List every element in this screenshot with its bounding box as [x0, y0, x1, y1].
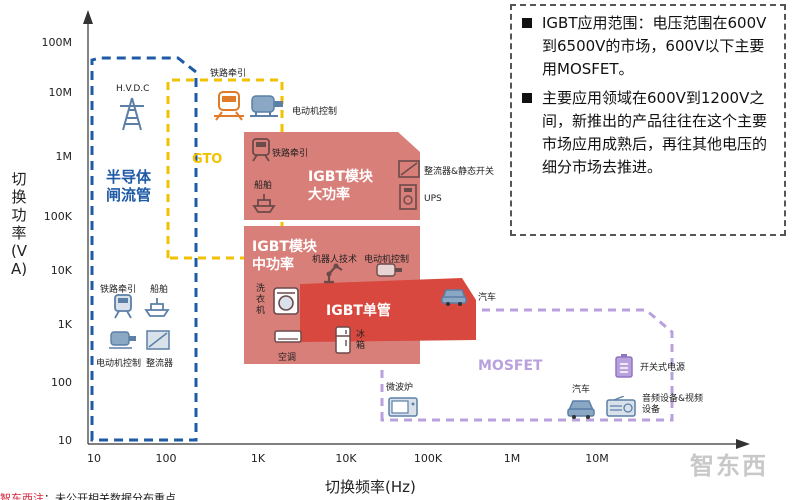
car-icon-mosfet [567, 400, 595, 419]
robot-arm-icon [324, 263, 343, 284]
ship-icon [252, 194, 276, 213]
audio-label-line1: 音频设备&视频 [642, 394, 704, 404]
footer-note: 智东西注：未公开相关数据分布重点 [0, 490, 176, 500]
y-tick-100k: 100K [43, 210, 72, 223]
car-icon-igbt [441, 289, 467, 306]
train-icon [214, 91, 244, 121]
ups-label: UPS [424, 194, 442, 204]
igbt-single-title: IGBT单管 [326, 303, 391, 319]
igbt-single-region [300, 278, 476, 342]
fridge-icon [335, 326, 351, 354]
robot-label: 机器人技术 [312, 255, 358, 265]
x-axis-title: 切换频率(Hz) [325, 478, 416, 496]
microwave-label: 微波炉 [386, 383, 414, 393]
igbt-mid-title-line1: IGBT模块 [252, 239, 317, 255]
thyristor-title: 半导体 闸流管 [106, 168, 151, 204]
x-tick-1m: 1M [503, 452, 521, 465]
motor-icon-left [109, 331, 136, 349]
y-tick-100: 100 [51, 376, 72, 389]
motor-top-label: 电动机控制 [292, 107, 338, 117]
x-tick-1k: 1K [250, 452, 266, 465]
rail-high-label: 铁路牵引 [272, 149, 309, 159]
info-item-1-text: IGBT应用范围：电压范围在600V到6500V的市场，600V以下主要用MOS… [542, 14, 767, 78]
igbt-high-region [244, 132, 420, 220]
thyristor-region [90, 56, 198, 442]
air-conditioner-icon [274, 330, 302, 343]
igbt-mid-title-line2: 中功率 [252, 257, 294, 273]
igbt-high-title: IGBT模块 大功率 [308, 168, 373, 204]
ship-high-label: 船舶 [254, 181, 273, 191]
info-item-1: IGBT应用范围：电压范围在600V到6500V的市场，600V以下主要用MOS… [522, 12, 774, 81]
mosfet-title: MOSFET [478, 358, 543, 374]
rail-left-label: 铁路牵引 [100, 285, 137, 295]
igbt-high-title-line1: IGBT模块 [308, 169, 373, 185]
washer-label-line1: 洗 [256, 284, 266, 294]
fridge-label-line2: 箱 [356, 341, 366, 351]
car-mosfet-label: 汽车 [572, 385, 591, 395]
watermark-logo: 智东西 [690, 452, 768, 480]
hvdc-label: H.V.D.C [116, 84, 150, 94]
y-tick-10: 10 [58, 434, 72, 447]
igbt-high-title-line2: 大功率 [308, 187, 350, 203]
thyristor-title-line1: 半导体 [106, 168, 152, 186]
info-item-2: 主要应用领域在600V到1200V之间，新推出的产品往往在这个主要市场应用成熟后… [522, 87, 774, 179]
x-tick-100: 100 [155, 452, 177, 465]
fridge-label: 冰 箱 [356, 330, 365, 352]
washing-machine-icon [273, 287, 299, 315]
bullet-icon [522, 93, 532, 103]
ship-icon-left [144, 298, 170, 317]
y-axis-title: 切换功率(VA) [10, 170, 28, 278]
rectifier-icon [398, 160, 420, 178]
gto-title: GTO [192, 152, 223, 167]
radio-icon [606, 396, 636, 417]
audio-label-line2: 设备 [642, 405, 661, 415]
motor-icon-mid [376, 263, 402, 277]
thyristor-title-line2: 闸流管 [106, 186, 152, 204]
motor-left-label: 电动机控制 [96, 359, 142, 369]
motor-icon [250, 95, 283, 117]
rectifier-high-label: 整流器&静态开关 [424, 167, 495, 177]
igbt-mid-title: IGBT模块 中功率 [252, 238, 317, 274]
x-axis-arrow [736, 439, 750, 449]
x-tick-10m: 10M [585, 452, 609, 465]
fridge-label-line1: 冰 [356, 330, 366, 340]
y-tick-1k: 1K [57, 318, 72, 331]
washer-label: 洗 衣 机 [256, 284, 265, 317]
bullet-icon [522, 18, 532, 28]
footer-black-text: ：未公开相关数据分布重点 [44, 492, 176, 500]
washer-label-line3: 机 [256, 306, 266, 316]
y-tick-10k: 10K [50, 264, 72, 277]
x-tick-100k: 100K [413, 452, 443, 465]
y-axis-arrow [83, 10, 93, 24]
footer-red-text: 智东西注 [0, 492, 44, 500]
rectifier-icon-left [146, 330, 170, 350]
rectifier-left-label: 整流器 [146, 359, 174, 369]
train-icon-high [252, 138, 270, 162]
microwave-icon [388, 397, 418, 417]
y-tick-100m: 100M [41, 36, 73, 49]
battery-icon [615, 354, 633, 378]
smps-label: 开关式电源 [640, 363, 686, 373]
x-tick-10k: 10K [335, 452, 357, 465]
motor-mid-label: 电动机控制 [364, 255, 410, 265]
info-box: IGBT应用范围：电压范围在600V到6500V的市场，600V以下主要用MOS… [510, 4, 786, 236]
car-igbt-label: 汽车 [478, 293, 497, 303]
train-icon-left [114, 294, 132, 319]
y-tick-10m: 10M [48, 86, 73, 99]
ship-left-label: 船舶 [150, 285, 169, 295]
washer-label-line2: 衣 [256, 295, 266, 305]
info-item-2-text: 主要应用领域在600V到1200V之间，新推出的产品往往在这个主要市场应用成熟后… [542, 89, 768, 176]
power-tower-icon [120, 97, 144, 131]
x-tick-10: 10 [87, 452, 101, 465]
ups-icon [399, 184, 417, 210]
ac-label: 空调 [278, 353, 297, 363]
audio-label: 音频设备&视频 设备 [642, 394, 703, 416]
rail-top-label: 铁路牵引 [210, 69, 247, 79]
y-tick-1m: 1M [55, 150, 73, 163]
